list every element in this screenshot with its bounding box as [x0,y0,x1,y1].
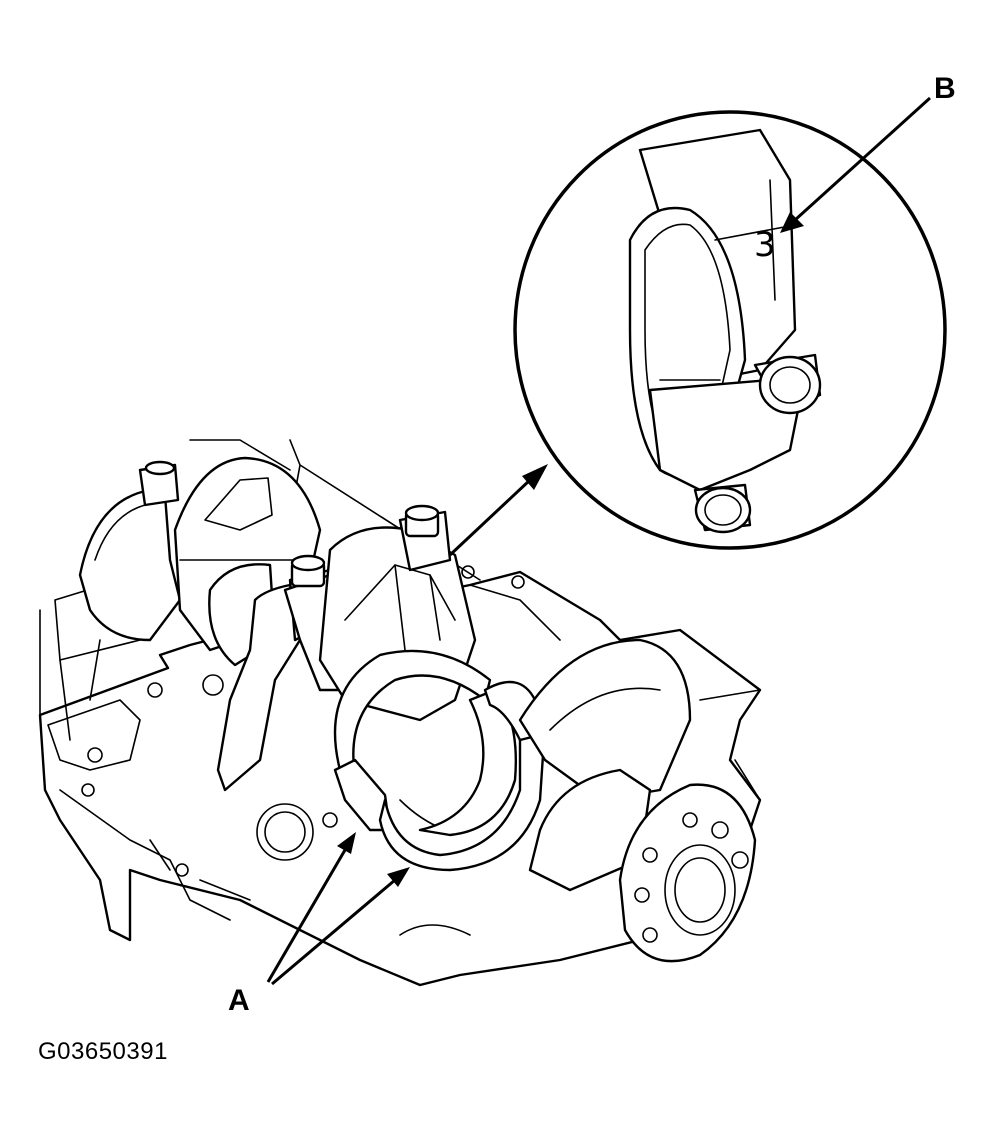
detail-inset [513,110,947,550]
callout-a-label: A [228,984,250,1017]
arrow-a-1 [266,849,347,983]
arrow-a-2 [271,878,396,986]
figure-id: G03650391 [38,1038,168,1065]
arrowhead-a-1 [337,832,356,854]
crankshaft-front-section [518,638,757,963]
arrow-to-inset [448,478,532,557]
arrowhead-b [780,212,804,233]
arrowhead-a-2 [387,867,410,887]
rod-size-mark: 3 [754,225,776,265]
callout-b-label: B [934,72,956,105]
arrow-b [793,96,932,222]
arrowhead-inset [522,464,548,490]
leader-arrows [266,96,932,986]
